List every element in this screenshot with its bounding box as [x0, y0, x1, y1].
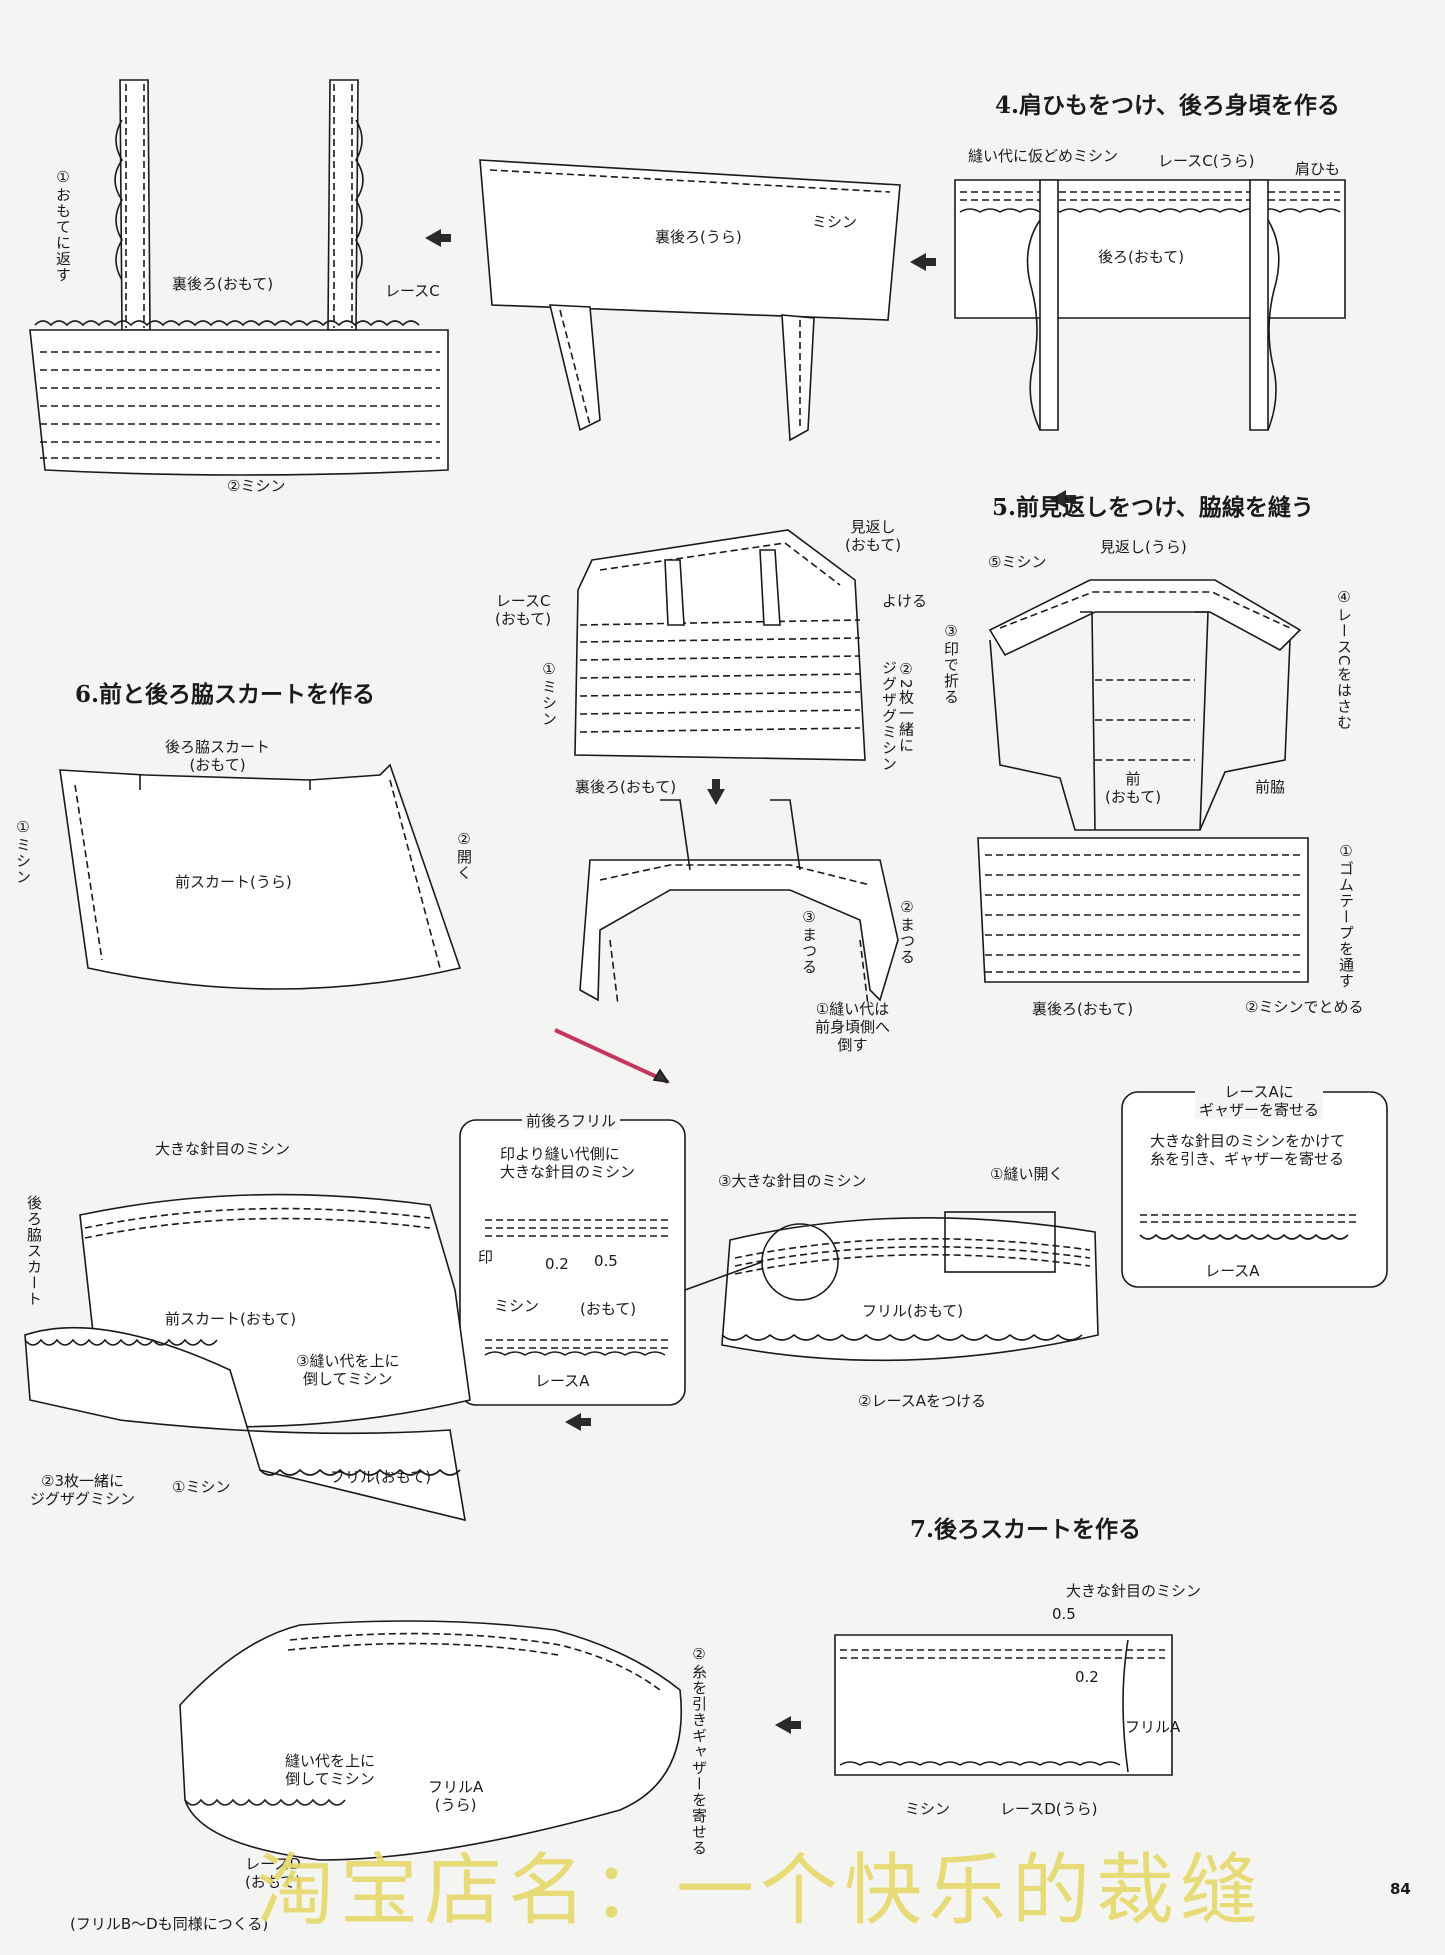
s6-box2-lace: レースA: [1205, 1262, 1260, 1280]
s4-left-lace-c: レースC: [385, 282, 440, 300]
s5-lace-c: レースC (おもて): [495, 592, 552, 628]
s5-back-lining: 裏後ろ(おもて): [575, 778, 677, 796]
s6-back-side-skirt: 後ろ脇スカート (おもて): [165, 738, 271, 774]
s6-front-skirt: 前スカート(うら): [175, 873, 292, 891]
s5-seam-allowance: ①縫い代は 前身頃側へ 倒す: [815, 1000, 891, 1054]
step5-right-bottom: [977, 837, 1309, 983]
s5-zigzag: ②2枚一緒に ジグザグミシン: [880, 660, 915, 772]
step5-right-top: [988, 579, 1302, 831]
step6-assembled-skirt: [24, 1193, 471, 1522]
s5-front-side: 前脇: [1255, 778, 1286, 796]
s5-sew-5: ⑤ミシン: [988, 553, 1047, 571]
s7-frill-a-back: フリルA (うら): [428, 1778, 484, 1814]
s6-box1-mark: 印: [478, 1248, 494, 1266]
s6-box1-05: 0.5: [594, 1252, 618, 1270]
s7-footnote: (フリルB〜Dも同様につくる): [70, 1915, 269, 1933]
s6-frill-front: フリル(おもて): [330, 1468, 432, 1486]
s5-facing: 見返し (おもて): [845, 518, 902, 554]
s6-box1-sew: ミシン: [494, 1297, 540, 1315]
s4-mid-sew: ミシン: [812, 213, 858, 231]
s4-left-back-lining: 裏後ろ(おもて): [172, 275, 274, 293]
s6-sew-1: ①ミシン: [14, 818, 32, 885]
step4-mid-back-lining: [479, 159, 901, 442]
s7-02: 0.2: [1075, 1668, 1099, 1686]
s5-front: 前 (おもて): [1105, 770, 1162, 806]
s5-slipstitch-2: ②まつる: [898, 898, 916, 965]
watermark: 淘宝店名：一个快乐的裁缝: [255, 1846, 1264, 1936]
s6-large-stitch: 大きな針目のミシン: [155, 1140, 291, 1158]
s4-right-back: 後ろ(おもて): [1098, 248, 1185, 266]
s6-ring-lace-a: ②レースAをつける: [858, 1392, 986, 1410]
s7-lace-d-front: レースD (おもて): [245, 1855, 302, 1891]
s5-move-aside: よける: [882, 592, 928, 610]
s6-fold-up-sew: ③縫い代を上に 倒してミシン: [296, 1352, 400, 1388]
step6-flat-skirt: [59, 763, 462, 990]
step5-mid-bottom: [579, 799, 899, 1006]
s6-box1-note: 印より縫い代側に 大きな針目のミシン: [500, 1145, 636, 1181]
s4-right-strap: 肩ひも: [1295, 160, 1341, 178]
s6-ring-open-seam: ①縫い開く: [990, 1165, 1064, 1183]
s4-mid-lining: 裏後ろ(うら): [655, 228, 742, 246]
s7-05: 0.5: [1052, 1605, 1076, 1623]
s7-lace-d: レースD(うら): [1000, 1800, 1098, 1818]
step4-left-bodice: [29, 79, 449, 476]
step7-arc: [179, 1620, 682, 1861]
heading-step7: 7.後ろスカートを作る: [910, 1516, 1142, 1543]
step6-ring: [684, 1211, 1099, 1362]
s5-facing-back: 見返し(うら): [1100, 538, 1187, 556]
s4-left-sew: ②ミシン: [227, 477, 286, 495]
step6-box2: [1121, 1091, 1388, 1288]
s6-ring-large-stitch: ③大きな針目のミシン: [718, 1172, 867, 1190]
s6-box2-title: レースAに ギャザーを寄せる: [1195, 1083, 1324, 1119]
s6-open: ②開く: [455, 830, 473, 881]
s6-sew-1b: ①ミシン: [172, 1478, 231, 1496]
step5-mid-top: [574, 529, 866, 761]
s7-gather: ②糸を引きギャザーを寄せる: [690, 1645, 708, 1856]
s6-box1-title: 前後ろフリル: [522, 1112, 621, 1130]
s4-left-turn-out: ①おもてに返す: [54, 168, 72, 283]
step7-rect: [834, 1634, 1173, 1776]
s5-back-lining-2: 裏後ろ(おもて): [1032, 1000, 1134, 1018]
s4-right-lace: レースC(うら): [1158, 152, 1255, 170]
s6-box1-front: (おもて): [580, 1300, 637, 1318]
s6-ring-frill: フリル(おもて): [862, 1302, 964, 1320]
s6-box1-lace: レースA: [535, 1372, 590, 1390]
heading-step6: 6.前と後ろ脇スカートを作る: [75, 681, 376, 708]
page-number: 84: [1390, 1880, 1411, 1898]
s6-front-skirt-2: 前スカート(おもて): [165, 1310, 297, 1328]
s7-sew: ミシン: [905, 1800, 951, 1818]
diagonal-arrow: [554, 1028, 669, 1084]
s7-fold-sew: 縫い代を上に 倒してミシン: [285, 1752, 376, 1788]
flow-arrows: [425, 229, 1076, 1734]
s5-sew-1: ①ミシン: [540, 660, 558, 727]
heading-step5: 5.前見返しをつけ、脇線を縫う: [992, 494, 1314, 521]
s5-sandwich-lace: ④レースCをはさむ: [1335, 588, 1353, 731]
s6-back-side-skirt-2: 後ろ脇スカート: [25, 1195, 43, 1307]
s6-zigzag-3: ②3枚一緒に ジグザグミシン: [30, 1472, 136, 1508]
s5-slipstitch-3: ③まつる: [800, 908, 818, 975]
s6-box1-02: 0.2: [545, 1255, 569, 1273]
s5-fold-mark: ③印で折る: [942, 622, 960, 705]
s6-box2-note: 大きな針目のミシンをかけて 糸を引き、ギャザーを寄せる: [1150, 1132, 1346, 1168]
step4-right-back: [954, 179, 1346, 431]
s4-right-basting: 縫い代に仮どめミシン: [968, 147, 1119, 165]
s5-sew-fix: ②ミシンでとめる: [1245, 998, 1364, 1016]
heading-step4: 4.肩ひもをつけ、後ろ身頃を作る: [995, 92, 1340, 119]
s5-elastic: ①ゴムテープを通す: [1337, 842, 1355, 989]
s7-frill-a: フリルA: [1125, 1718, 1181, 1736]
s7-large-stitch: 大きな針目のミシン: [1066, 1582, 1202, 1600]
